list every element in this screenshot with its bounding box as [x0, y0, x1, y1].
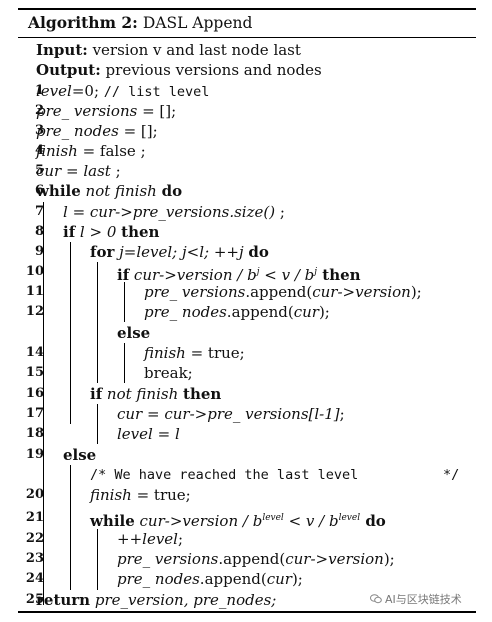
indent-bar-if2	[97, 404, 98, 444]
caption-title: DASL Append	[142, 14, 253, 32]
output-text: previous versions and nodes	[105, 61, 322, 79]
input-text: version v and last node last	[92, 41, 301, 59]
indent-bar-outer-else	[70, 465, 71, 590]
indent-bar-if	[70, 242, 71, 424]
wechat-icon	[370, 594, 382, 604]
watermark: AI与区块链技术	[370, 591, 462, 607]
caption-rule	[18, 37, 476, 38]
caption-label: Algorithm 2:	[28, 13, 138, 32]
indent-bar-then	[124, 282, 125, 322]
bottom-rule	[18, 611, 476, 613]
indent-bar-for	[97, 262, 98, 383]
indent-bar-else	[124, 343, 125, 383]
indent-bar-while2	[97, 529, 98, 590]
indent-bar-while	[43, 202, 44, 605]
top-rule	[18, 8, 476, 10]
algorithm-caption: Algorithm 2: DASL Append	[28, 13, 252, 32]
